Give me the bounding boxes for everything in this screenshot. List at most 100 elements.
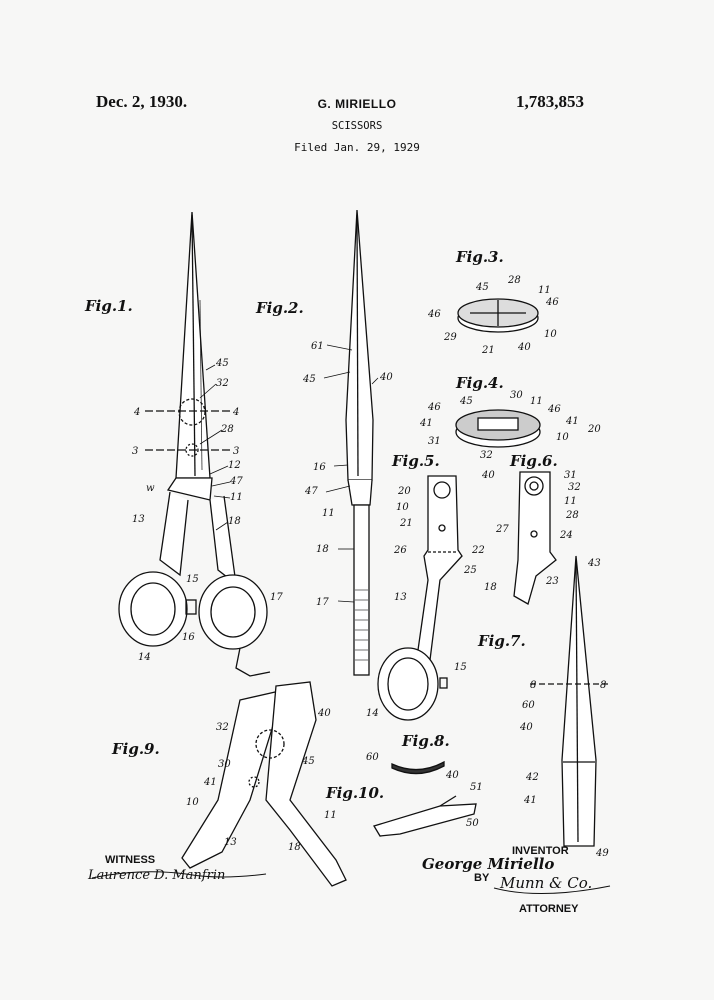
svg-text:13: 13 [394,592,407,603]
svg-text:26: 26 [393,545,407,556]
svg-text:15: 15 [454,662,467,673]
svg-text:18: 18 [484,582,497,593]
svg-text:43: 43 [587,558,601,569]
svg-text:41: 41 [523,795,537,806]
svg-text:10: 10 [396,502,409,513]
by-label: BY [474,872,490,884]
svg-text:12: 12 [228,460,241,471]
svg-text:w: w [146,483,155,494]
svg-text:45: 45 [459,396,473,407]
svg-text:40: 40 [445,770,459,781]
fig8-section: Fig.8. 60 40 [366,732,459,781]
svg-text:41: 41 [565,416,579,427]
svg-text:50: 50 [466,818,479,829]
svg-text:11: 11 [564,496,577,507]
svg-text:10: 10 [186,797,199,808]
fig6-blade-detail: Fig.6. 31 32 11 28 27 24 23 18 [484,452,581,605]
svg-text:46: 46 [545,297,559,308]
svg-text:10: 10 [556,432,569,443]
svg-text:32: 32 [568,482,581,493]
svg-text:16: 16 [182,632,195,643]
filed-date: Filed Jan. 29, 1929 [294,141,420,154]
svg-text:17: 17 [316,597,329,608]
svg-text:22: 22 [471,545,485,556]
svg-text:40: 40 [379,372,393,383]
witness-label: WITNESS [105,854,156,866]
svg-text:46: 46 [427,309,441,320]
svg-text:4: 4 [133,407,140,418]
svg-text:47: 47 [229,476,243,487]
svg-text:8: 8 [530,680,536,691]
svg-text:11: 11 [538,285,551,296]
svg-text:23: 23 [545,576,559,587]
svg-text:15: 15 [186,574,199,585]
svg-text:3: 3 [233,446,239,457]
svg-text:40: 40 [517,342,531,353]
fig9-pivot-view: Fig.9. 40 32 30 45 41 10 11 13 18 [111,681,347,887]
svg-text:4: 4 [232,407,239,418]
svg-text:30: 30 [510,390,523,401]
svg-text:14: 14 [138,652,151,663]
svg-text:11: 11 [530,396,543,407]
svg-text:47: 47 [304,486,318,497]
svg-text:16: 16 [313,462,326,473]
svg-text:24: 24 [559,530,573,541]
svg-text:29: 29 [443,332,457,343]
fig5-label: Fig.5. [391,452,440,470]
svg-text:11: 11 [322,508,335,519]
svg-text:20: 20 [397,486,411,497]
attorney-label: ATTORNEY [519,903,579,915]
svg-text:8: 8 [600,680,606,691]
fig4-disk-section: Fig.4. 46 45 30 11 46 41 41 20 31 10 32 … [419,374,601,481]
fig10-plate: Fig.10. 51 50 [325,782,483,837]
svg-text:30: 30 [218,759,231,770]
attorney-signature: Munn & Co. [500,874,593,892]
svg-text:18: 18 [288,842,301,853]
svg-text:28: 28 [565,510,579,521]
fig8-label: Fig.8. [401,732,450,750]
fig3-label: Fig.3. [455,248,504,266]
fig3-disk: Fig.3. 45 28 11 46 46 10 29 21 40 [427,248,559,356]
svg-text:3: 3 [132,446,138,457]
svg-text:27: 27 [495,524,509,535]
svg-text:14: 14 [366,708,379,719]
fig2-label: Fig.2. [255,299,304,317]
fig1-scissors: Fig.1. 45 32 4 [84,211,283,677]
svg-text:42: 42 [525,772,539,783]
svg-text:28: 28 [220,424,234,435]
svg-text:20: 20 [587,424,601,435]
svg-text:45: 45 [302,374,316,385]
svg-text:40: 40 [481,470,495,481]
fig4-label: Fig.4. [455,374,504,392]
svg-text:61: 61 [311,341,324,352]
svg-text:18: 18 [316,544,329,555]
witness-signature: Laurence D. Manfrin [88,868,226,883]
svg-text:41: 41 [419,418,433,429]
inventor-name: G. MIRIELLO [317,97,397,111]
svg-text:49: 49 [595,848,609,859]
svg-text:45: 45 [475,282,489,293]
svg-text:13: 13 [132,514,145,525]
svg-text:32: 32 [216,722,229,733]
svg-text:41: 41 [203,777,217,788]
fig6-label: Fig.6. [509,452,558,470]
svg-text:45: 45 [215,358,229,369]
inventor-signature: George Miriello [422,855,555,873]
svg-text:17: 17 [270,592,283,603]
svg-text:21: 21 [399,518,413,529]
svg-text:46: 46 [547,404,561,415]
fig9-label: Fig.9. [111,740,160,758]
inventor-label: INVENTOR [512,845,569,857]
svg-text:18: 18 [228,516,241,527]
svg-text:60: 60 [366,752,379,763]
svg-text:46: 46 [427,402,441,413]
fig2-side-view: Fig.2. 61 45 40 16 47 11 18 17 [255,209,393,676]
svg-text:60: 60 [522,700,535,711]
fig7-label: Fig.7. [477,632,526,650]
fig7-blade: Fig.7. 43 8 8 60 40 42 41 49 [477,555,610,859]
svg-text:21: 21 [481,345,495,356]
svg-text:11: 11 [324,810,337,821]
fig5-handle-detail: Fig.5. 20 10 21 26 22 25 13 15 14 [366,452,485,721]
svg-text:40: 40 [519,722,533,733]
